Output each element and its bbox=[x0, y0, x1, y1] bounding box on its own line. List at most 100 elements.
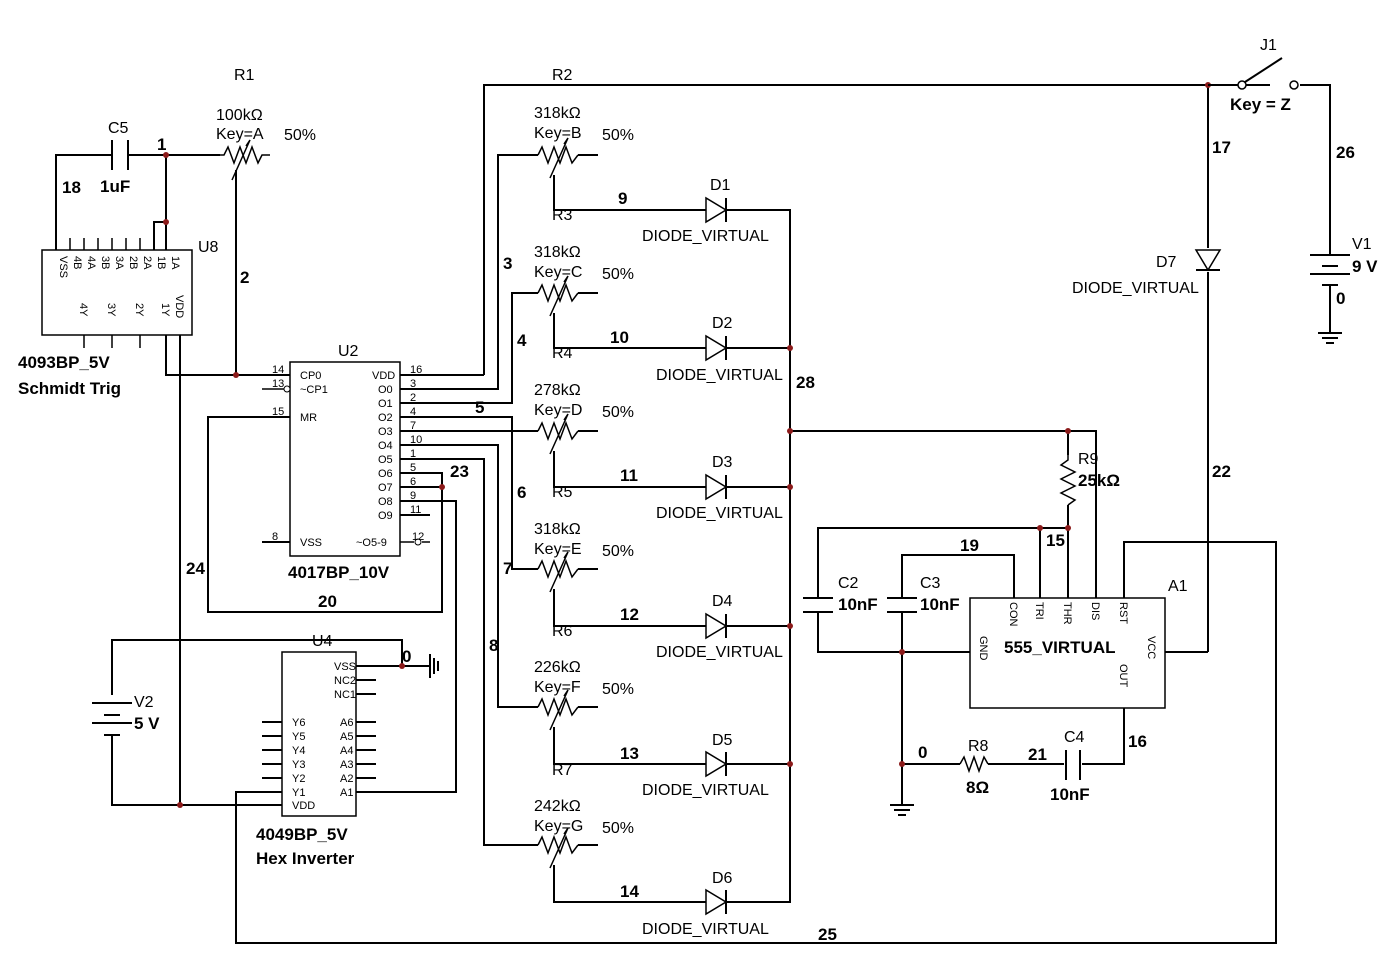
svg-text:Y2: Y2 bbox=[292, 773, 305, 785]
svg-text:19: 19 bbox=[960, 536, 979, 555]
svg-text:15: 15 bbox=[272, 406, 284, 418]
svg-text:11: 11 bbox=[410, 504, 421, 516]
svg-text:VSS: VSS bbox=[334, 661, 356, 673]
svg-text:5: 5 bbox=[410, 462, 416, 474]
svg-text:U4: U4 bbox=[312, 633, 333, 650]
svg-text:17: 17 bbox=[1212, 138, 1231, 157]
svg-text:4Y: 4Y bbox=[77, 303, 89, 317]
svg-text:50%: 50% bbox=[602, 127, 634, 144]
svg-text:Y3: Y3 bbox=[292, 759, 305, 771]
svg-text:1Y: 1Y bbox=[159, 303, 171, 317]
net-labels: 0 1 2 3 4 5 6 7 8 9 10 11 12 13 14 15 16… bbox=[62, 135, 1355, 944]
svg-text:O5: O5 bbox=[378, 454, 393, 466]
svg-text:4: 4 bbox=[517, 331, 527, 350]
svg-text:D7: D7 bbox=[1156, 254, 1177, 271]
svg-text:24: 24 bbox=[186, 559, 205, 578]
svg-text:CP0: CP0 bbox=[300, 370, 321, 382]
svg-text:16: 16 bbox=[410, 364, 422, 376]
svg-text:U2: U2 bbox=[338, 343, 359, 360]
diode-d6: D6 DIODE_VIRTUAL bbox=[642, 870, 769, 938]
svg-text:Key = Z: Key = Z bbox=[1230, 95, 1291, 114]
diode-d2: D2 DIODE_VIRTUAL bbox=[656, 315, 783, 384]
svg-text:DIS: DIS bbox=[1089, 602, 1101, 620]
svg-text:1B: 1B bbox=[155, 256, 167, 269]
svg-text:10nF: 10nF bbox=[838, 595, 878, 614]
pot-r4: R4 278kΩ Key=D 50% bbox=[534, 345, 634, 455]
svg-text:3B: 3B bbox=[99, 256, 111, 269]
svg-text:18: 18 bbox=[62, 178, 81, 197]
svg-text:~CP1: ~CP1 bbox=[300, 384, 328, 396]
svg-text:3: 3 bbox=[410, 378, 416, 390]
svg-text:21: 21 bbox=[1028, 745, 1047, 764]
svg-text:0: 0 bbox=[918, 743, 927, 762]
svg-text:10nF: 10nF bbox=[920, 595, 960, 614]
svg-text:D6: D6 bbox=[712, 870, 733, 887]
svg-text:1uF: 1uF bbox=[100, 177, 130, 196]
pot-r7: R7 242kΩ Key=G 50% bbox=[534, 762, 634, 869]
svg-text:NC2: NC2 bbox=[334, 675, 356, 687]
svg-text:9: 9 bbox=[410, 490, 416, 502]
svg-text:THR: THR bbox=[1061, 602, 1073, 625]
svg-text:V2: V2 bbox=[134, 694, 154, 711]
svg-text:RST: RST bbox=[1117, 602, 1129, 624]
svg-text:12: 12 bbox=[620, 605, 639, 624]
svg-text:VCC: VCC bbox=[1145, 636, 1157, 659]
svg-text:Y5: Y5 bbox=[292, 731, 305, 743]
svg-text:14: 14 bbox=[272, 364, 284, 376]
svg-text:555_VIRTUAL: 555_VIRTUAL bbox=[1004, 638, 1115, 657]
svg-text:14: 14 bbox=[620, 882, 639, 901]
svg-text:7: 7 bbox=[503, 559, 512, 578]
svg-text:2: 2 bbox=[410, 392, 416, 404]
svg-text:28: 28 bbox=[796, 373, 815, 392]
junctions bbox=[163, 82, 1211, 808]
c4-capacitor: C4 10nF bbox=[1050, 729, 1090, 804]
svg-text:R7: R7 bbox=[552, 762, 573, 779]
svg-text:VDD: VDD bbox=[372, 370, 395, 382]
svg-text:O0: O0 bbox=[378, 384, 393, 396]
svg-text:VDD: VDD bbox=[173, 295, 185, 318]
svg-text:O7: O7 bbox=[378, 482, 393, 494]
u8-ref: U8 bbox=[198, 239, 219, 256]
svg-text:Key=D: Key=D bbox=[534, 402, 582, 419]
svg-text:MR: MR bbox=[300, 412, 317, 424]
svg-text:50%: 50% bbox=[284, 127, 316, 144]
svg-text:OUT: OUT bbox=[1117, 664, 1129, 688]
v2-battery: V2 5 V bbox=[92, 694, 160, 736]
ground-u4 bbox=[429, 654, 439, 678]
svg-text:R1: R1 bbox=[234, 67, 255, 84]
svg-text:VSS: VSS bbox=[57, 256, 69, 278]
r1-potentiometer: R1 100kΩ Key=A 50% bbox=[216, 67, 316, 181]
diode-d3: D3 DIODE_VIRTUAL bbox=[656, 454, 783, 522]
svg-text:O4: O4 bbox=[378, 440, 393, 452]
svg-text:8Ω: 8Ω bbox=[966, 778, 989, 797]
svg-text:4: 4 bbox=[410, 406, 416, 418]
svg-text:22: 22 bbox=[1212, 462, 1231, 481]
svg-text:DIODE_VIRTUAL: DIODE_VIRTUAL bbox=[642, 921, 769, 938]
svg-text:10: 10 bbox=[610, 328, 629, 347]
pot-r3: R3 318kΩ Key=C 50% bbox=[534, 207, 634, 317]
svg-text:R4: R4 bbox=[552, 345, 573, 362]
svg-text:11: 11 bbox=[620, 466, 638, 485]
svg-text:R2: R2 bbox=[552, 67, 573, 84]
svg-text:Key=C: Key=C bbox=[534, 264, 582, 281]
svg-text:10: 10 bbox=[410, 434, 422, 446]
svg-text:4017BP_10V: 4017BP_10V bbox=[288, 563, 390, 582]
svg-text:12: 12 bbox=[412, 531, 424, 543]
svg-text:A4: A4 bbox=[340, 745, 353, 757]
svg-text:A5: A5 bbox=[340, 731, 353, 743]
diode-d7: D7 DIODE_VIRTUAL bbox=[1072, 249, 1222, 297]
svg-text:D5: D5 bbox=[712, 732, 733, 749]
svg-text:50%: 50% bbox=[602, 820, 634, 837]
svg-text:GND: GND bbox=[977, 636, 989, 661]
svg-text:R9: R9 bbox=[1078, 451, 1099, 468]
svg-text:3: 3 bbox=[503, 254, 512, 273]
svg-text:1: 1 bbox=[410, 448, 416, 460]
svg-text:15: 15 bbox=[1046, 531, 1065, 550]
svg-text:10nF: 10nF bbox=[1050, 785, 1090, 804]
svg-text:318kΩ: 318kΩ bbox=[534, 105, 581, 122]
svg-text:A3: A3 bbox=[340, 759, 353, 771]
svg-text:3A: 3A bbox=[113, 256, 125, 270]
svg-text:25: 25 bbox=[818, 925, 837, 944]
svg-text:50%: 50% bbox=[602, 543, 634, 560]
svg-text:4A: 4A bbox=[85, 256, 97, 270]
